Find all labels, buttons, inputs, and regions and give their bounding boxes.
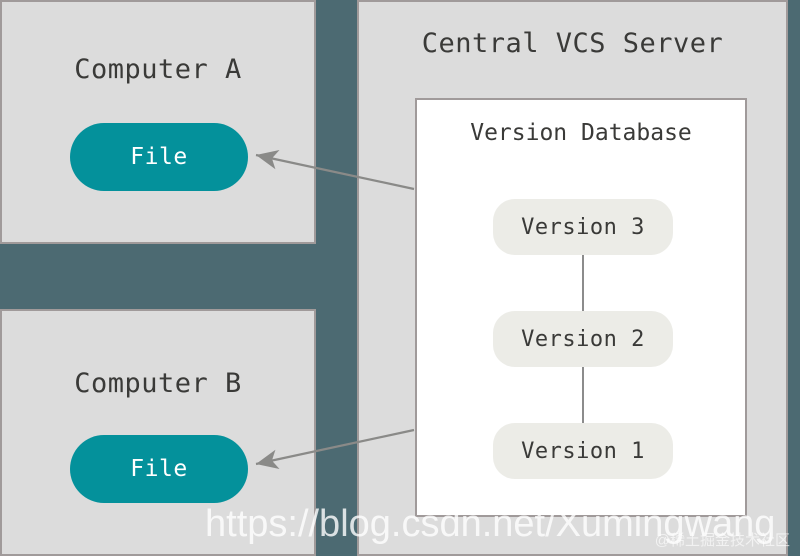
computer-a-title: Computer A xyxy=(74,54,242,85)
computer-a-panel[interactable]: Computer A File xyxy=(0,0,316,244)
computer-b-file-pill[interactable]: File xyxy=(70,435,248,503)
version-pill-1-label: Version 1 xyxy=(521,438,645,464)
watermark-url: https://blog.csdn.net/Xumingwang xyxy=(205,503,776,545)
watermark-community-tag: @稀土掘金技术社区 xyxy=(654,532,790,549)
version-connector-3-2 xyxy=(582,255,584,311)
computer-b-file-label: File xyxy=(130,456,188,482)
central-vcs-server-title: Central VCS Server xyxy=(421,28,724,59)
central-vcs-server-panel[interactable]: Central VCS Server Version Database Vers… xyxy=(357,0,788,556)
version-database-box[interactable]: Version Database Version 3 Version 2 Ver… xyxy=(415,98,747,517)
version-pill-3[interactable]: Version 3 xyxy=(493,199,673,255)
version-pill-3-label: Version 3 xyxy=(521,214,645,240)
computer-a-file-pill[interactable]: File xyxy=(70,123,248,191)
version-pill-1[interactable]: Version 1 xyxy=(493,423,673,479)
version-pill-2[interactable]: Version 2 xyxy=(493,311,673,367)
computer-b-title: Computer B xyxy=(74,368,242,399)
computer-a-file-label: File xyxy=(130,144,188,170)
version-connector-2-1 xyxy=(582,367,584,423)
version-pill-2-label: Version 2 xyxy=(521,326,645,352)
version-database-title: Version Database xyxy=(470,120,692,146)
